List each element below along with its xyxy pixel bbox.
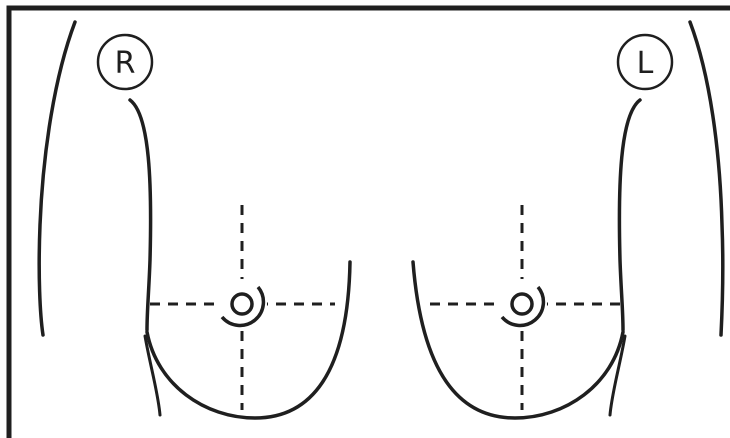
left-arm-outline <box>688 20 725 337</box>
right-arm-outline <box>37 20 77 337</box>
left-side-badge <box>616 33 674 91</box>
left-flank-line <box>608 334 627 417</box>
left-nipple-marker <box>510 292 534 316</box>
left-torso-contour <box>617 98 642 332</box>
left-breast-contour <box>411 260 625 420</box>
left-side-label: L <box>637 46 654 81</box>
right-side-badge <box>96 33 154 91</box>
right-flank-line <box>143 334 162 417</box>
left-areola-arc <box>500 285 546 328</box>
right-torso-contour <box>128 98 153 332</box>
right-areola-arc <box>220 285 266 328</box>
diagram-frame <box>6 5 730 438</box>
right-side-label: R <box>115 46 136 81</box>
right-breast-contour <box>145 260 352 420</box>
right-nipple-marker <box>230 292 254 316</box>
